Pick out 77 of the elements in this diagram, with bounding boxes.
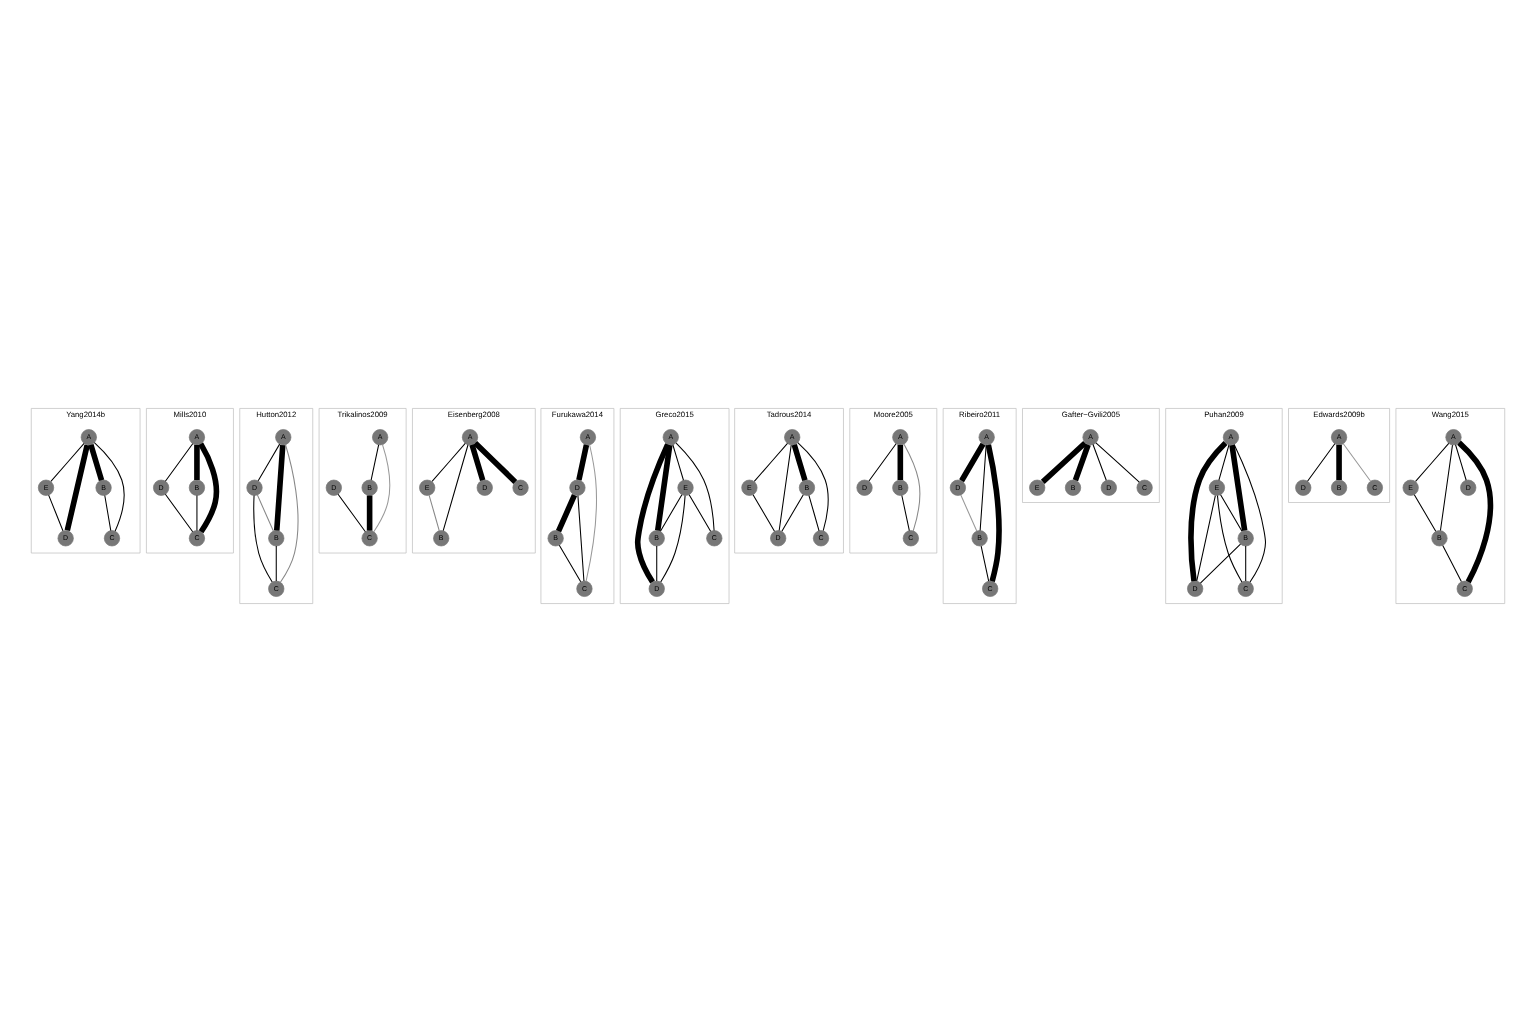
connector bbox=[558, 544, 582, 583]
connector bbox=[370, 444, 380, 481]
connector bbox=[1233, 443, 1266, 583]
connector bbox=[1095, 442, 1140, 483]
connector bbox=[428, 494, 440, 532]
connector bbox=[366, 495, 373, 531]
connector bbox=[1457, 440, 1494, 584]
connector bbox=[659, 494, 683, 532]
connector bbox=[985, 444, 1002, 582]
connector bbox=[1415, 442, 1450, 482]
connector bbox=[1413, 494, 1437, 532]
connector bbox=[808, 494, 820, 532]
connector bbox=[656, 545, 658, 582]
connector bbox=[1229, 444, 1248, 531]
connector bbox=[1040, 440, 1087, 484]
connector bbox=[275, 545, 277, 582]
connector bbox=[194, 444, 200, 480]
connector bbox=[1199, 543, 1241, 584]
connector bbox=[688, 494, 712, 532]
connector bbox=[672, 444, 684, 481]
connector bbox=[1455, 444, 1467, 481]
connector bbox=[1092, 444, 1107, 481]
connector bbox=[1245, 545, 1247, 582]
connector bbox=[752, 494, 775, 532]
connector bbox=[253, 495, 273, 583]
connector bbox=[576, 444, 590, 481]
connector bbox=[585, 444, 597, 582]
connector bbox=[1336, 444, 1342, 480]
connector bbox=[959, 442, 986, 483]
connector bbox=[660, 495, 686, 583]
connector bbox=[1306, 443, 1336, 482]
connector bbox=[164, 443, 194, 482]
connector bbox=[979, 444, 987, 531]
connector bbox=[654, 444, 673, 531]
connector bbox=[1442, 544, 1462, 583]
connector bbox=[198, 442, 220, 534]
connector bbox=[257, 443, 281, 482]
connector bbox=[93, 442, 125, 532]
connector bbox=[634, 443, 671, 584]
connector bbox=[1196, 495, 1216, 582]
connector bbox=[897, 444, 904, 480]
connector bbox=[675, 442, 715, 532]
connector bbox=[64, 444, 90, 532]
connector bbox=[1188, 441, 1228, 582]
connector bbox=[256, 494, 274, 532]
connector bbox=[164, 493, 194, 533]
connector bbox=[373, 444, 391, 533]
connector bbox=[104, 494, 112, 532]
connector bbox=[469, 443, 486, 482]
connector bbox=[901, 494, 910, 532]
connector bbox=[980, 545, 990, 582]
connector bbox=[48, 494, 64, 532]
connector bbox=[1218, 444, 1230, 481]
connector bbox=[1072, 443, 1091, 482]
connector bbox=[473, 440, 518, 484]
connector bbox=[781, 494, 804, 532]
connector bbox=[753, 442, 788, 482]
connector bbox=[196, 494, 198, 532]
connector bbox=[88, 443, 105, 482]
connector bbox=[791, 443, 808, 482]
connector bbox=[273, 444, 286, 531]
connector bbox=[1439, 444, 1453, 531]
connector bbox=[279, 444, 299, 583]
connector bbox=[797, 442, 829, 532]
connector bbox=[1220, 494, 1243, 532]
connector bbox=[577, 495, 585, 582]
connector bbox=[903, 443, 921, 532]
connector bbox=[778, 444, 792, 531]
connector bbox=[1216, 495, 1243, 583]
connector bbox=[337, 493, 366, 533]
connector bbox=[868, 443, 897, 482]
connector bbox=[960, 494, 978, 532]
connector bbox=[50, 442, 85, 482]
connector bbox=[555, 493, 578, 533]
connector bbox=[1342, 443, 1372, 482]
connector bbox=[431, 442, 466, 482]
connector bbox=[442, 444, 469, 532]
